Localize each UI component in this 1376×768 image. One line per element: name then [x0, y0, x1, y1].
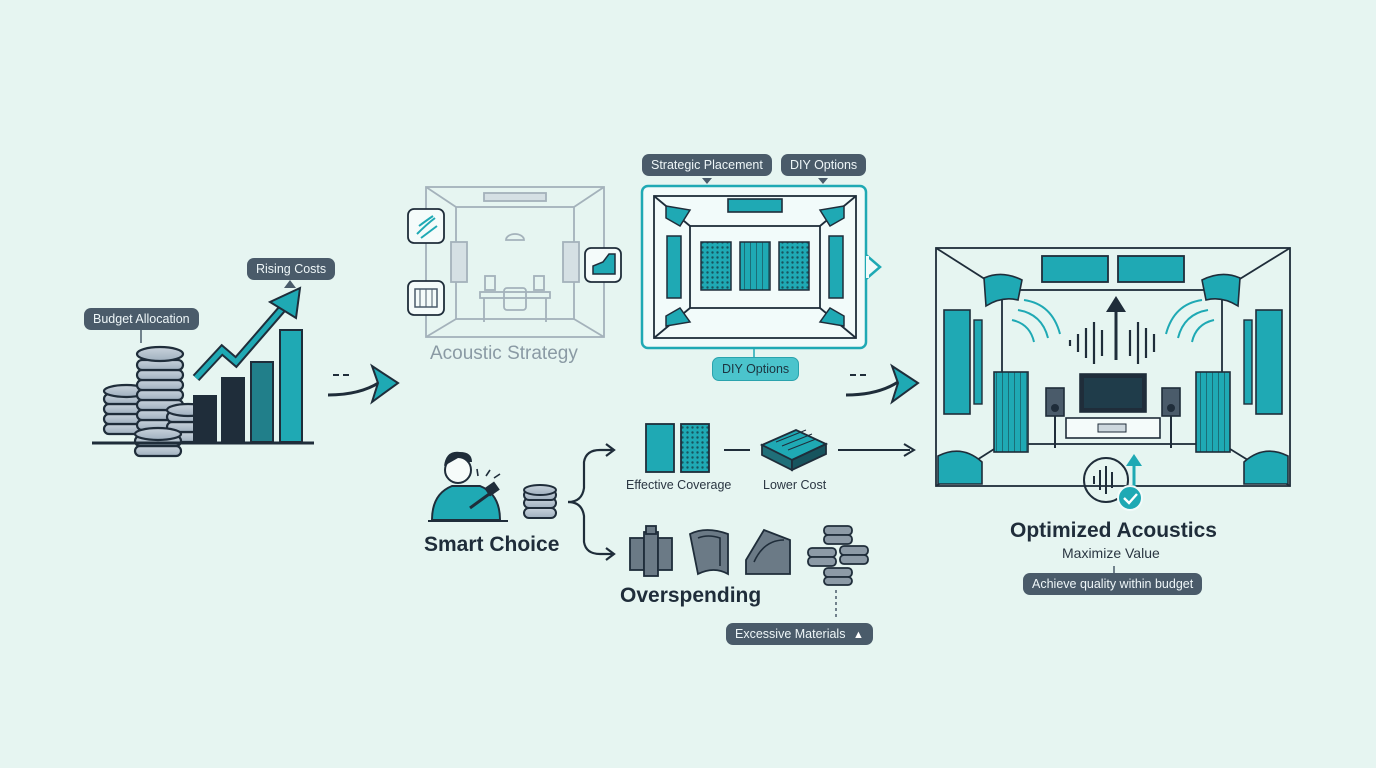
foam-panel-icon [645, 423, 710, 473]
coins-stack-icon [102, 345, 211, 458]
effective-coverage-label: Effective Coverage [626, 478, 732, 492]
sound-wave-icon [407, 208, 445, 244]
excessive-materials-text: Excessive Materials [735, 627, 846, 641]
optimized-acoustics-label: Optimized Acoustics [1010, 519, 1217, 542]
bar-chart-icon [92, 329, 314, 445]
excessive-materials-tag: Excessive Materials ▲ [726, 623, 873, 645]
trend-arrow-icon [192, 286, 302, 382]
smart-choice-label: Smart Choice [424, 533, 560, 556]
coins-stack-icon [807, 525, 869, 586]
branch-connector [567, 443, 616, 561]
strategic-placement-tag: Strategic Placement [642, 154, 772, 176]
foam-block-icon [759, 429, 829, 472]
acoustic-strategy-label: Acoustic Strategy [430, 343, 578, 364]
flow-arrow-icon [845, 363, 920, 405]
maximize-value-label: Maximize Value [1062, 545, 1160, 561]
budget-allocation-tag: Budget Allocation [84, 308, 199, 330]
panel-icon [407, 280, 445, 316]
warning-icon: ▲ [852, 629, 864, 641]
bass-trap-icon [688, 529, 729, 576]
coin-icon [523, 484, 557, 519]
room-outline-icon [425, 186, 605, 338]
sound-check-icon [1083, 454, 1143, 511]
diy-options-bottom-tag: DIY Options [712, 357, 800, 381]
bass-trap-icon [584, 247, 622, 283]
rising-costs-tag: Rising Costs [247, 258, 336, 280]
achieve-quality-tag: Achieve quality within budget [1023, 573, 1203, 595]
person-hammer-icon [428, 451, 508, 522]
corner-foam-icon [745, 528, 791, 575]
home-theater-icon [935, 247, 1291, 487]
panel-room-icon [640, 184, 882, 350]
lower-cost-label: Lower Cost [763, 478, 827, 492]
flow-arrow-icon [327, 363, 400, 405]
overspending-label: Overspending [620, 584, 762, 607]
diy-options-top-tag: DIY Options [781, 154, 867, 176]
diffuser-icon [629, 525, 673, 577]
